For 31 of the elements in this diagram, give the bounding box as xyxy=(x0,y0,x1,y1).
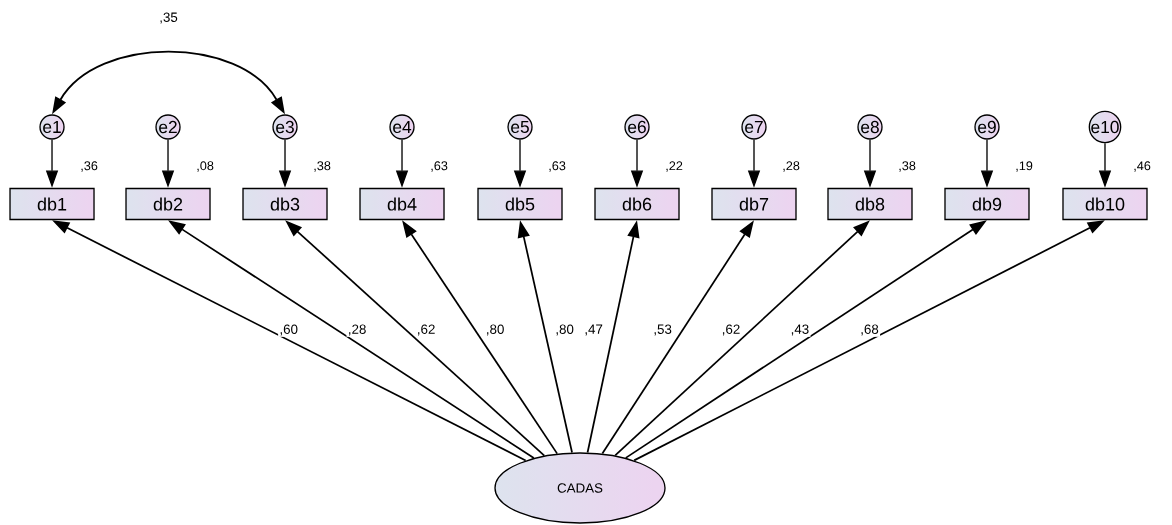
variable-box: db2 xyxy=(125,187,211,221)
variable-box: db5 xyxy=(477,187,563,221)
r-squared-value: ,38 xyxy=(899,161,916,172)
edge-label: ,62 xyxy=(415,323,437,337)
variable-box: db9 xyxy=(944,187,1030,221)
r-squared-value: ,63 xyxy=(431,161,448,172)
variable-box: db1 xyxy=(9,187,95,221)
edge-label: ,62 xyxy=(720,323,742,337)
edge-label: ,80 xyxy=(484,323,506,337)
variable-box: db10 xyxy=(1062,187,1148,221)
variable-box: db4 xyxy=(359,187,445,221)
edge-label: ,80 xyxy=(554,323,576,337)
r-squared-value: ,08 xyxy=(197,161,214,172)
variable-box: db3 xyxy=(242,187,328,221)
r-squared-value: ,19 xyxy=(1016,161,1033,172)
edge-label: ,53 xyxy=(652,323,674,337)
variable-box: db7 xyxy=(711,187,797,221)
edge-label: ,35 xyxy=(157,11,180,25)
edge-label: ,28 xyxy=(346,323,368,337)
edge-label: ,60 xyxy=(278,323,300,337)
variable-box: db6 xyxy=(594,187,680,221)
r-squared-value: ,36 xyxy=(81,161,98,172)
r-squared-value: ,28 xyxy=(783,161,800,172)
r-squared-value: ,63 xyxy=(549,161,566,172)
r-squared-value: ,46 xyxy=(1134,161,1151,172)
edge-label: ,47 xyxy=(583,323,605,337)
edge-label: ,43 xyxy=(789,323,811,337)
variable-box: db8 xyxy=(827,187,913,221)
r-squared-value: ,22 xyxy=(666,161,683,172)
r-squared-value: ,38 xyxy=(314,161,331,172)
edge-label: ,68 xyxy=(858,323,881,337)
